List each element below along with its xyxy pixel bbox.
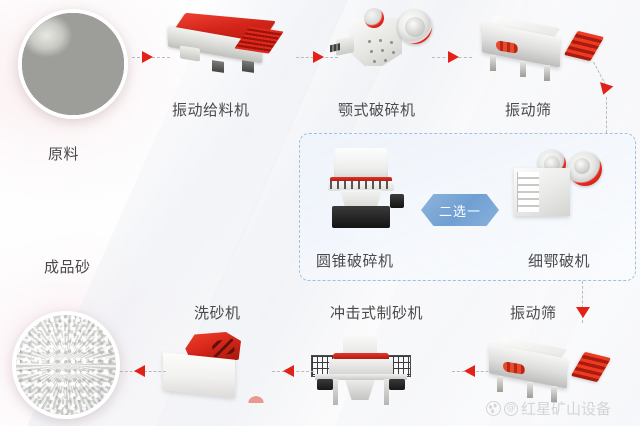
screen-leg bbox=[544, 65, 550, 81]
vsi-motor-left bbox=[317, 379, 333, 390]
vibrating-screen-bottom-label: 振动筛 bbox=[510, 304, 557, 322]
finished-sand-circle bbox=[12, 311, 120, 419]
limestone-rock-texture bbox=[22, 13, 124, 115]
screen-leg bbox=[520, 61, 526, 77]
flow-arrow-left-icon bbox=[134, 365, 145, 377]
jaw-crusher-bolts bbox=[364, 38, 402, 66]
fine-sand-texture bbox=[16, 315, 116, 415]
flow-connector bbox=[452, 371, 498, 372]
screen-leg bbox=[490, 55, 496, 71]
cone-crusher-bolts bbox=[330, 181, 392, 189]
screen-leg bbox=[527, 382, 533, 398]
screen-leg bbox=[551, 386, 557, 402]
flow-arrow-right-icon bbox=[142, 51, 153, 63]
sand-washer-machine bbox=[163, 330, 271, 408]
vsi-leg bbox=[333, 379, 338, 405]
feeder-foot bbox=[242, 60, 254, 73]
vsi-platform-deck bbox=[315, 374, 407, 380]
baidu-paw-icon bbox=[486, 401, 501, 416]
feeder-motor bbox=[180, 45, 200, 62]
raw-material-label: 原料 bbox=[48, 145, 80, 163]
flow-connector bbox=[582, 281, 583, 323]
screen-leg bbox=[497, 376, 503, 392]
cone-crusher-hopper bbox=[334, 148, 388, 178]
vsi-motor-right bbox=[389, 379, 405, 390]
fine-jaw-crusher-label: 细鄂破机 bbox=[528, 252, 591, 270]
two-choose-one-badge[interactable]: 二选一 bbox=[421, 194, 499, 226]
sand-washer-tank bbox=[163, 352, 235, 398]
sand-washer-spokes bbox=[211, 338, 235, 358]
vibrating-screen-bottom-machine bbox=[489, 336, 612, 403]
vibrating-feeder-label: 振动给料机 bbox=[172, 101, 250, 119]
vibrating-screen-top-label: 振动筛 bbox=[505, 101, 552, 119]
vsi-feed-hopper bbox=[343, 333, 377, 355]
screen-discharge-end bbox=[570, 351, 612, 383]
flow-arrow-left-icon bbox=[283, 365, 294, 377]
cone-crusher-machine bbox=[324, 148, 404, 234]
fine-jaw-side-plates bbox=[517, 172, 539, 212]
vibrating-feeder-machine bbox=[168, 12, 286, 79]
jaw-crusher-machine bbox=[336, 8, 432, 82]
vsi-rotor-housing bbox=[329, 359, 393, 375]
fine-jaw-crusher-machine bbox=[514, 150, 604, 234]
jaw-crusher-label: 颚式破碎机 bbox=[338, 101, 416, 119]
raw-material-circle bbox=[18, 9, 128, 119]
flow-arrow-right-icon bbox=[313, 51, 324, 63]
cone-crusher-base bbox=[332, 206, 390, 228]
cone-crusher-adjust-ring bbox=[330, 177, 392, 182]
flow-arrow-down-icon bbox=[596, 82, 614, 97]
sand-washer-brand-mark bbox=[247, 395, 265, 403]
at-symbol-icon: @ bbox=[504, 401, 518, 416]
finished-sand-label: 成品砂 bbox=[44, 258, 91, 276]
flow-arrow-right-icon bbox=[448, 51, 459, 63]
watermark-text: 红星矿山设备 bbox=[521, 400, 612, 418]
vsi-leg bbox=[384, 379, 389, 405]
cone-crusher-label: 圆锥破碎机 bbox=[316, 252, 394, 270]
impact-sand-maker-machine bbox=[311, 333, 411, 415]
flow-connector bbox=[606, 97, 607, 133]
flow-arrow-down-icon bbox=[576, 307, 590, 318]
watermark: @ 红星矿山设备 bbox=[486, 398, 611, 419]
impact-sand-maker-label: 冲击式制砂机 bbox=[330, 304, 424, 322]
sand-washer-label: 洗砂机 bbox=[194, 304, 241, 322]
vibrating-screen-top-machine bbox=[482, 15, 605, 82]
vsi-red-ring bbox=[333, 353, 389, 360]
feeder-foot bbox=[212, 60, 224, 73]
cone-crusher-motor bbox=[390, 194, 404, 208]
screen-discharge-end bbox=[563, 30, 605, 62]
jaw-crusher-flywheel bbox=[398, 10, 432, 44]
vsi-discharge-hopper bbox=[345, 380, 375, 400]
two-choose-one-badge-label: 二选一 bbox=[438, 204, 481, 220]
jaw-crusher-small-wheel bbox=[364, 8, 384, 28]
flow-arrow-left-icon bbox=[464, 365, 475, 377]
cone-crusher-lower-body bbox=[340, 190, 382, 210]
fine-jaw-large-flywheel bbox=[568, 152, 602, 186]
